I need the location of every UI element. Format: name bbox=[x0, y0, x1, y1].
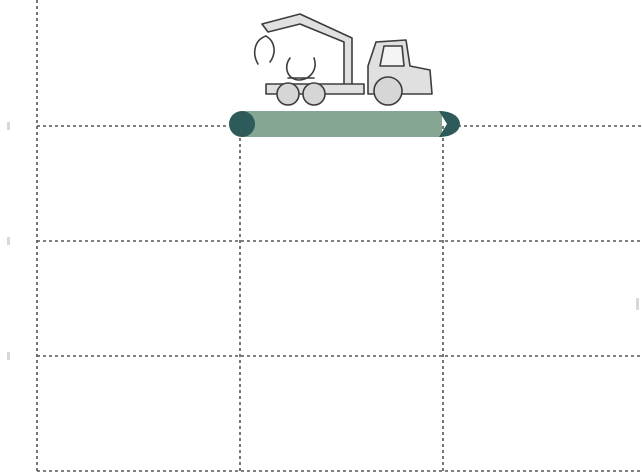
edge-mark-1 bbox=[7, 122, 10, 130]
front-wheel bbox=[374, 77, 402, 105]
rear-wheel-2 bbox=[303, 83, 325, 105]
log-bunk bbox=[287, 58, 315, 80]
track-bar-body bbox=[242, 111, 442, 137]
forwarder-machine-icon bbox=[255, 14, 432, 105]
track-bar bbox=[229, 111, 460, 137]
edge-mark-4 bbox=[636, 298, 639, 310]
track-bar-end-arrow bbox=[439, 111, 460, 137]
grapple-claw bbox=[255, 36, 274, 64]
track-bar-start-cap bbox=[229, 111, 255, 137]
crane-arm bbox=[262, 14, 352, 88]
edge-mark-2 bbox=[7, 237, 10, 245]
edge-mark-3 bbox=[7, 352, 10, 360]
rear-wheel-1 bbox=[277, 83, 299, 105]
cropped-edge-marks bbox=[7, 122, 639, 360]
cab-window bbox=[380, 46, 404, 66]
grid bbox=[37, 0, 642, 472]
